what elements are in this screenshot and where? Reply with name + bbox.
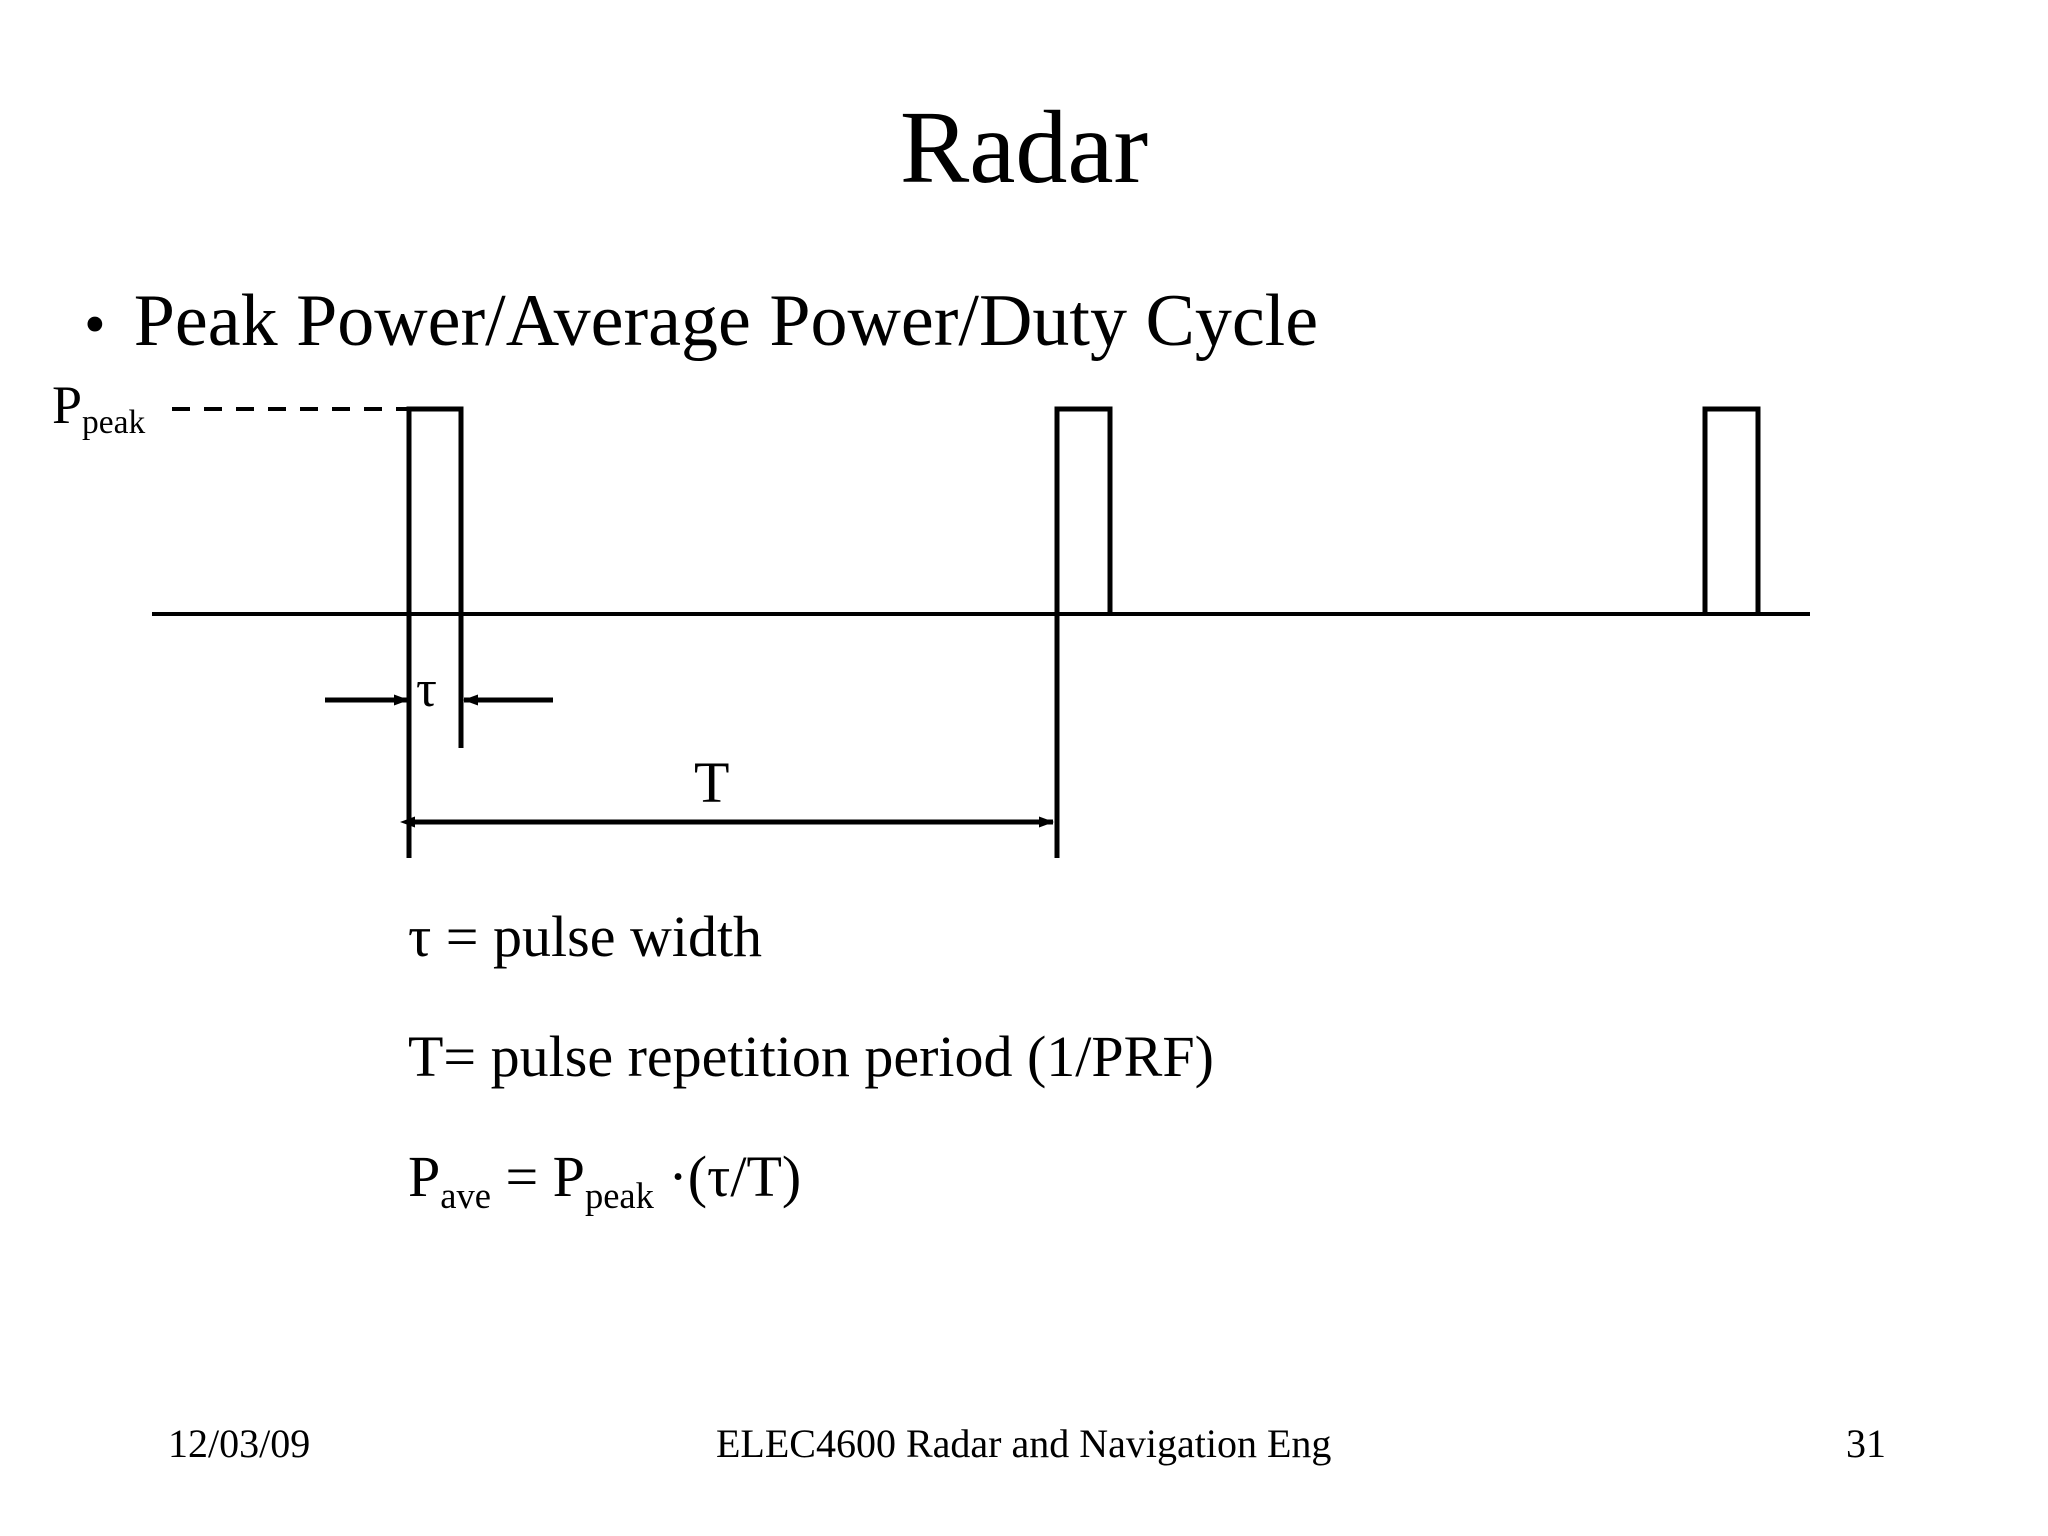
definition-pulse-width: τ = pulse width <box>408 904 763 969</box>
definition-average-power: Pave = Ppeak ·(τ/T) <box>408 1148 801 1214</box>
bullet-list-item: • Peak Power/Average Power/Duty Cycle <box>84 284 1318 358</box>
bullet-point-icon: • <box>84 291 106 359</box>
pulse-rect-1 <box>406 406 464 614</box>
footer-page-number: 31 <box>1846 1421 1886 1466</box>
footer-course-title-container: ELEC4600 Radar and Navigation Eng <box>716 1424 1352 1482</box>
pulse-period-symbol-label: T <box>694 750 730 815</box>
peak-power-subscript: peak <box>82 404 146 442</box>
footer-course-title: ELEC4600 Radar and Navigation Eng <box>716 1424 1332 1466</box>
duty-cycle-factor: ·(τ/T) <box>653 1144 802 1209</box>
peak-power-symbol: P <box>52 375 83 435</box>
average-power-symbol: P <box>408 1144 441 1209</box>
pulse-rect-3 <box>1702 406 1761 614</box>
peak-power-axis-label: Ppeak <box>52 375 145 439</box>
page-title: Radar <box>899 90 1149 205</box>
average-power-subscript: ave <box>440 1174 491 1216</box>
pulse-width-symbol-label: τ <box>416 661 437 718</box>
definition-pulse-repetition-period: T= pulse repetition period (1/PRF) <box>408 1024 1214 1089</box>
footer-date: 12/03/09 <box>168 1421 311 1466</box>
bullet-item-label: Peak Power/Average Power/Duty Cycle <box>133 280 1319 362</box>
average-power-equals-peak: = P <box>490 1144 585 1209</box>
peak-power-subscript-formula: peak <box>584 1174 654 1216</box>
pulse-rect-2 <box>1054 406 1113 614</box>
